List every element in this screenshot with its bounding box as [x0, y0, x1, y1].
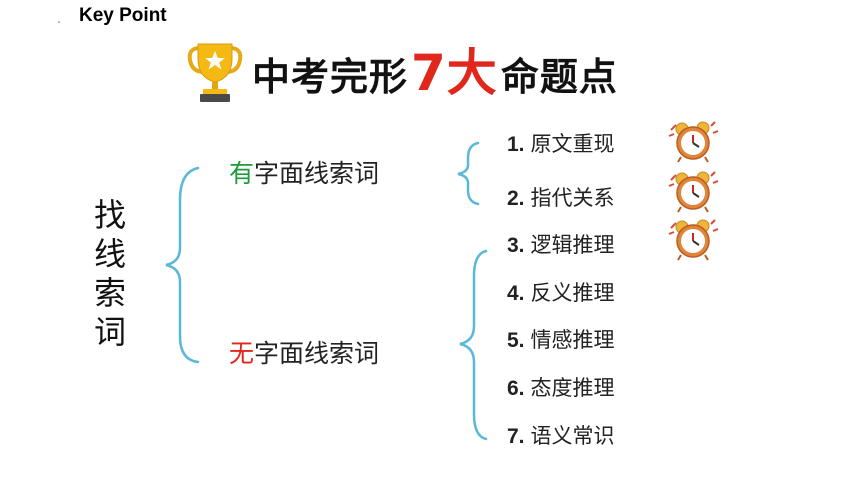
vertical-char: 索 — [93, 274, 126, 312]
item-text: 原文重现 — [530, 132, 615, 156]
branch-implicit-clue-words: 无字面线索词 — [229, 334, 379, 370]
item-number: 3. — [507, 234, 525, 257]
trophy-icon — [187, 43, 243, 102]
list-item: 3.逻辑推理 — [507, 229, 615, 259]
page-title: 中考完形 7大 命题点 — [252, 43, 618, 103]
list-item: 6.态度推理 — [507, 372, 615, 402]
item-number: 5. — [507, 329, 525, 352]
alarm-clock-icon — [668, 121, 719, 163]
list-item: 4.反义推理 — [507, 277, 615, 307]
vertical-label: 找 线 索 词 — [92, 196, 128, 352]
key-point-label: Key Point — [79, 5, 167, 26]
item-number: 2. — [507, 187, 525, 210]
item-number: 4. — [507, 282, 525, 305]
item-text: 语义常识 — [530, 424, 615, 448]
branch-explicit-clue-words: 有字面线索词 — [229, 154, 379, 190]
list-item: 2.指代关系 — [507, 182, 615, 212]
main-brace — [165, 166, 200, 364]
item-text: 逻辑推理 — [530, 233, 615, 257]
item-text: 态度推理 — [530, 376, 615, 400]
bottom-brace — [459, 249, 488, 441]
list-item: 1.原文重现 — [507, 128, 615, 158]
item-text: 情感推理 — [530, 328, 615, 352]
title-prefix: 中考完形 — [252, 54, 409, 99]
title-highlight: 7大 — [411, 44, 498, 102]
branch-text: 字面线索词 — [254, 339, 380, 368]
vertical-char: 词 — [93, 313, 126, 351]
item-number: 1. — [507, 133, 525, 156]
list-item: 7.语义常识 — [507, 420, 615, 450]
item-number: 7. — [507, 425, 525, 448]
alarm-clock-icon — [668, 171, 719, 213]
item-text: 反义推理 — [530, 281, 615, 305]
branch-highlight: 有 — [229, 159, 255, 188]
vertical-char: 线 — [93, 235, 126, 273]
item-number: 6. — [507, 377, 525, 400]
corner-dot — [58, 21, 60, 23]
list-item: 5.情感推理 — [507, 324, 615, 354]
title-suffix: 命题点 — [500, 54, 618, 99]
branch-highlight: 无 — [229, 339, 255, 368]
branch-text: 字面线索词 — [254, 159, 380, 188]
item-text: 指代关系 — [530, 186, 615, 210]
vertical-char: 找 — [93, 196, 126, 234]
alarm-clock-icon — [668, 219, 719, 261]
top-brace — [457, 141, 480, 206]
